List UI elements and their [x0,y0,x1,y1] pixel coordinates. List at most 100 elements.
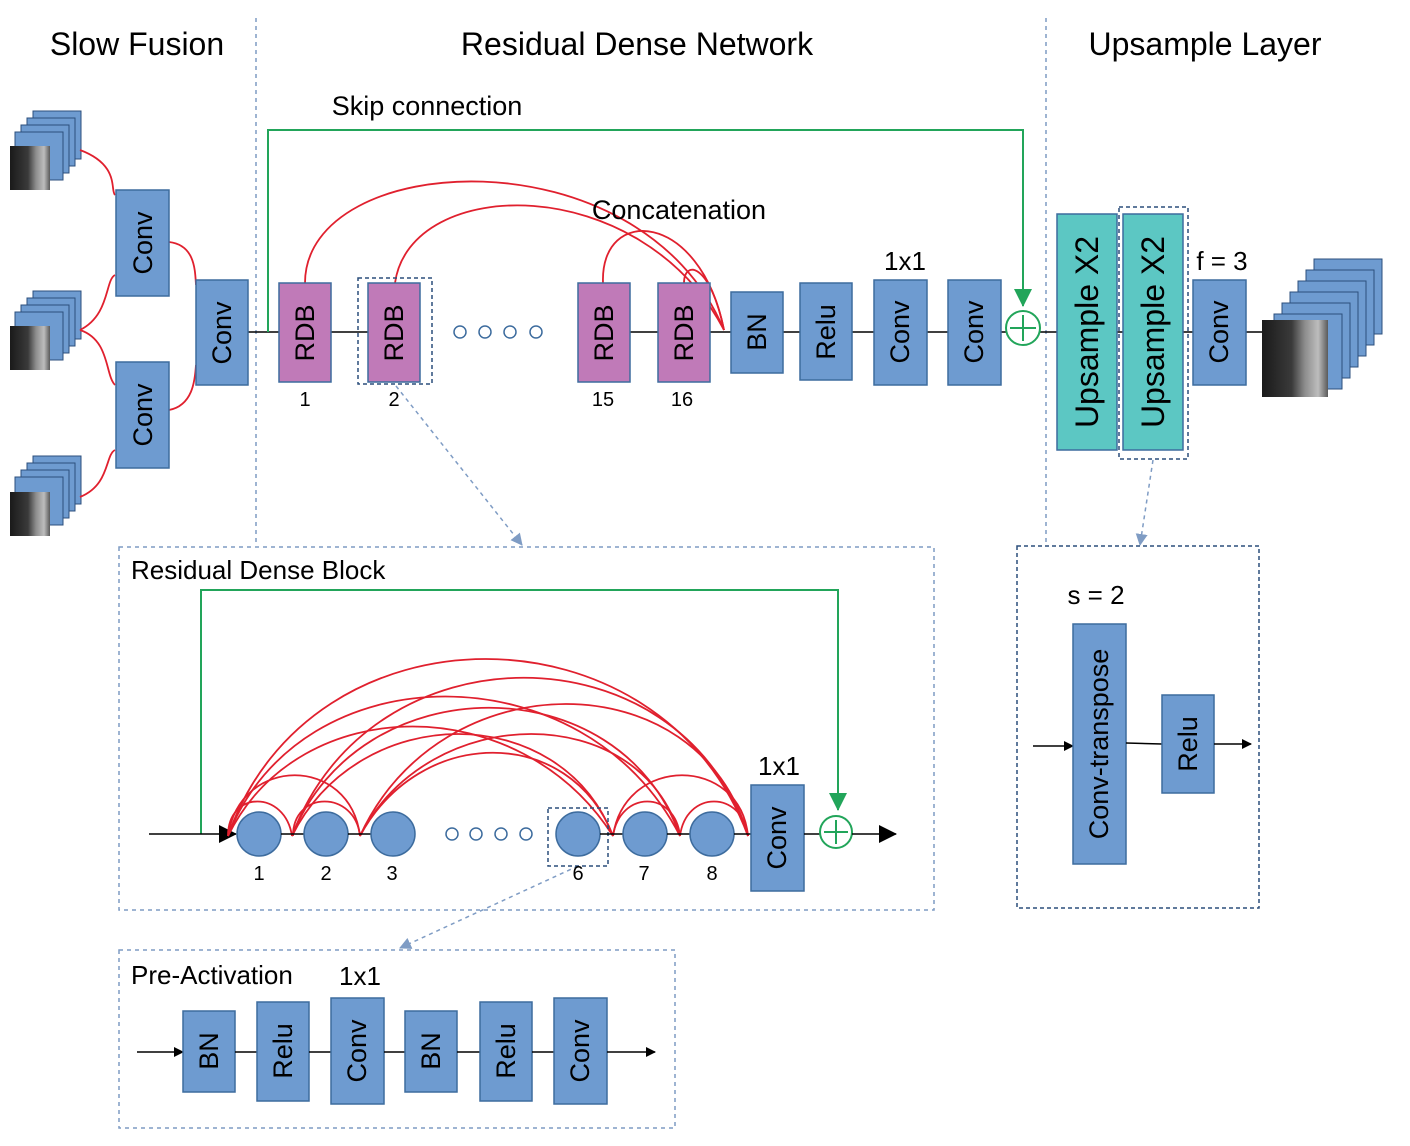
preact-bn-2: BN [404,1010,458,1093]
preact-conv-2: Conv [553,997,608,1105]
rdb-block-16-label: RDB [669,304,699,361]
rdb-node-number-7: 7 [638,863,649,885]
input-frames-top [10,110,82,190]
rdb-block-1-label: RDB [290,304,320,361]
rdb-block-1: RDB 1 [278,282,332,411]
svg-text:BN: BN [416,1032,446,1070]
svg-text:Relu: Relu [491,1023,521,1079]
fusion-conv-top-label: Conv [128,211,158,275]
fusion-link [79,274,116,331]
rdn-input-conv: Conv [195,279,249,386]
preact-1x1-label: 1x1 [339,961,381,991]
rdb-number-2: 2 [388,389,399,411]
rdn-1x1-label: 1x1 [884,246,926,276]
rdb-node-number-3: 3 [386,863,397,885]
rdb-node-3: 3 [370,811,416,885]
zoom-arrow-upsample [1135,459,1154,546]
zoom-arrow-node [399,865,579,949]
fusion-conv-bottom: Conv [115,361,170,469]
rdn-conv-label: Conv [959,300,989,364]
concatenation-label: Concatenation [592,195,766,225]
svg-text:Relu: Relu [268,1023,298,1079]
rdb-block-16: RDB 16 [657,282,711,411]
preact-panel [118,949,676,1129]
rdb-1x1-label: 1x1 [758,751,800,781]
section-title-upsample: Upsample Layer [1089,26,1322,62]
rdb-node-ellipsis [445,827,533,841]
upsample-detail-panel [1016,545,1260,909]
upsample-detail-relu-label: Relu [1173,716,1203,772]
rdb-ellipsis [453,325,543,339]
rdb-node-number-1: 1 [253,863,264,885]
rdb-node-2: 2 [303,811,349,885]
fusion-link [79,329,116,386]
fusion-link [79,449,116,498]
preact-title: Pre-Activation [131,960,293,990]
rdb-node-number-6: 6 [572,863,583,885]
preact-bn-1: BN [182,1010,236,1093]
rdb-node-1: 1 [236,811,282,885]
rdb-number-15: 15 [592,389,614,411]
upsample-s2-label: s = 2 [1067,580,1124,610]
output-frames [1262,258,1383,397]
rdb-dense-arcs [227,658,749,837]
rdb-number-1: 1 [299,389,310,411]
svg-text:BN: BN [194,1032,224,1070]
rdb-sum-node [819,815,853,849]
upsample-block-1: Upsample X2 [1056,213,1118,451]
rdn-conv-block: Conv [947,279,1002,386]
rdn-bn-block: BN [730,291,784,374]
rdn-relu-label: Relu [811,304,841,360]
fusion-conv-top: Conv [115,189,170,297]
input-frames-bottom [10,455,82,536]
fusion-link [168,241,197,286]
upsample-block-2-label: Upsample X2 [1135,236,1171,428]
svg-text:Conv: Conv [342,1019,372,1083]
rdb-detail-panel [118,546,935,911]
input-frames-middle [10,290,82,370]
rdb-block-2: RDB 2 [357,277,433,411]
concat-arc [683,268,725,331]
rdn-conv-1x1-block: Conv [873,279,928,386]
rdb-conv-label: Conv [762,806,792,870]
upsample-block-1-label: Upsample X2 [1069,236,1105,428]
fusion-link [168,364,197,411]
rdn-input-conv-label: Conv [207,301,237,365]
rdn-relu-block: Relu [799,282,853,381]
fusion-conv-bottom-label: Conv [128,383,158,447]
rdb-panel-title: Residual Dense Block [131,555,386,585]
preact-conv-1: Conv [330,997,385,1105]
svg-text:Conv: Conv [565,1019,595,1083]
skip-connection-label: Skip connection [332,91,523,121]
rdb-block-15-label: RDB [589,304,619,361]
section-title-rdn: Residual Dense Network [461,26,814,62]
rdb-conv-1x1-block: Conv [750,784,805,892]
rdb-node-number-8: 8 [706,863,717,885]
upsample-f3-label: f = 3 [1196,246,1247,276]
rdb-node-number-2: 2 [320,863,331,885]
concat-arc [394,204,725,331]
rdn-sum-node [1005,310,1041,346]
rdb-local-skip-line [200,589,847,834]
rdb-number-16: 16 [671,389,693,411]
section-title-slow-fusion: Slow Fusion [50,26,224,62]
preact-relu-1: Relu [256,1001,310,1102]
fusion-link [79,149,116,196]
conv-transpose-block: Conv-transpose [1072,623,1127,865]
conv-transpose-label: Conv-transpose [1084,649,1114,840]
rdb-block-15: RDB 15 [577,282,631,411]
upsample-conv-label: Conv [1204,300,1234,364]
skip-connection-line [267,129,1032,332]
rdb-node-6: 6 [555,811,601,885]
zoom-arrow-rdb [395,385,523,546]
upsample-detail-relu-block: Relu [1161,694,1215,794]
rdb-node-8: 8 [689,811,735,885]
rdn-conv-1x1-label: Conv [885,300,915,364]
upsample-conv-block: Conv [1192,279,1247,386]
upsample-block-2: Upsample X2 [1122,213,1184,451]
rdn-bn-label: BN [742,313,772,351]
rdb-node-6-highlight [547,807,609,867]
rdb-node-7: 7 [622,811,668,885]
preact-relu-2: Relu [479,1001,533,1102]
